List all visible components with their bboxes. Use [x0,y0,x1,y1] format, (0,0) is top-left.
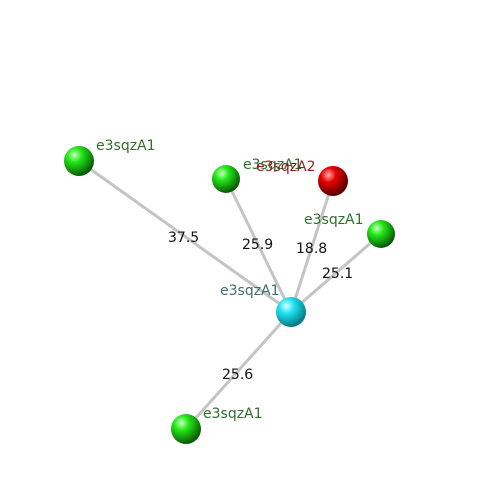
node-label-n3: e3sqzA2 [256,159,316,175]
edge-n2 [224,178,293,313]
node-label-center: e3sqzA1 [220,283,280,299]
node-label-n5: e3sqzA1 [203,406,263,422]
edge-n3 [289,180,335,313]
node-label-n4: e3sqzA1 [304,212,364,228]
node-label-n2: e3sqzA1 [243,157,303,173]
node-center[interactable] [276,297,306,327]
edge-n1 [78,159,292,314]
edges [78,159,382,431]
edge-label-n4: 25.1 [322,266,353,282]
node-n5[interactable] [171,414,201,444]
edge-labels: 37.5 25.9 18.8 25.1 25.6 [168,230,353,383]
edge-label-n1: 37.5 [168,230,199,246]
node-n1[interactable] [64,146,94,176]
edge-n4 [290,232,382,314]
edge-n5 [184,310,293,431]
nodes [64,146,395,444]
edge-label-n5: 25.6 [222,367,253,383]
edge-label-n3: 18.8 [296,241,327,257]
node-n2[interactable] [212,165,240,193]
node-n3[interactable] [318,166,348,196]
edge-label-n2: 25.9 [242,237,273,253]
node-labels: e3sqzA1 e3sqzA1 e3sqzA2 e3sqzA1 e3sqzA1 … [96,138,364,422]
node-n4[interactable] [367,220,395,248]
node-label-n1: e3sqzA1 [96,138,156,154]
